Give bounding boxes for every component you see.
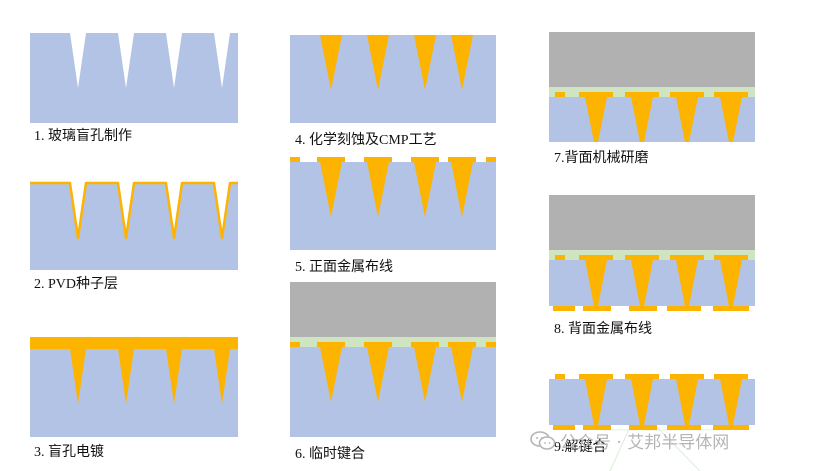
via-fill <box>676 379 698 425</box>
via-fill <box>585 260 607 306</box>
via-fill <box>414 347 436 402</box>
step-5-label: 5. 正面金属布线 <box>295 260 393 275</box>
via-fill <box>320 35 342 90</box>
plated-copper <box>30 337 238 404</box>
step-2-label: 2. PVD种子层 <box>34 277 119 292</box>
front-metal-pads <box>555 255 748 260</box>
glass-substrate <box>549 97 755 142</box>
via-fill <box>585 379 607 425</box>
via-fill <box>451 347 473 402</box>
via-fill <box>631 97 653 142</box>
step-9-label: 9.解键合 <box>554 440 607 455</box>
step-3-diagram <box>30 337 238 437</box>
step-7-label: 7.背面机械研磨 <box>554 151 649 166</box>
glass-substrate <box>30 349 238 437</box>
via-fill <box>367 162 389 217</box>
wechat-icon <box>530 430 556 450</box>
glass-substrate <box>549 260 755 306</box>
front-metal-pads <box>290 342 496 347</box>
via-fill <box>451 162 473 217</box>
via-fill <box>631 260 653 306</box>
back-metal-pads <box>553 425 749 430</box>
carrier-wafer <box>549 195 755 250</box>
back-metal-pads <box>553 306 749 311</box>
watermark: 公众号 · 艾邦半导体网 <box>530 428 729 453</box>
step-4-diagram <box>290 35 496 123</box>
glass-substrate <box>30 184 238 270</box>
via-fill <box>631 379 653 425</box>
step-4-label: 4. 化学刻蚀及CMP工艺 <box>295 133 437 148</box>
via-fill <box>320 347 342 402</box>
step-6-label: 6. 临时键合 <box>295 447 365 462</box>
seed-layer <box>30 181 238 240</box>
step-2-diagram <box>30 181 238 270</box>
via-fill <box>451 35 473 90</box>
step-3-label: 3. 盲孔电镀 <box>34 445 104 460</box>
watermark-text: 公众号 · 艾邦半导体网 <box>560 433 730 453</box>
via-fill <box>367 35 389 90</box>
via-fill <box>585 97 607 142</box>
glass-substrate <box>549 379 755 425</box>
glass-substrate <box>30 33 238 123</box>
step-6-diagram <box>290 282 496 437</box>
step-1-diagram <box>30 33 238 123</box>
front-metal-pads <box>555 374 748 379</box>
step-8-diagram <box>549 195 755 311</box>
via-fill <box>676 97 698 142</box>
step-7-diagram <box>549 32 755 142</box>
via-fill <box>414 162 436 217</box>
carrier-wafer <box>290 282 496 337</box>
carrier-wafer <box>549 32 755 87</box>
via-fill <box>720 260 742 306</box>
via-fill <box>720 97 742 142</box>
step-1-label: 1. 玻璃盲孔制作 <box>34 129 132 144</box>
step-9-diagram <box>549 374 755 430</box>
step-8-label: 8. 背面金属布线 <box>554 322 652 337</box>
via-fill <box>676 260 698 306</box>
front-metal-pads <box>290 157 496 162</box>
via-fill <box>414 35 436 90</box>
step-5-diagram <box>290 157 496 250</box>
via-fill <box>320 162 342 217</box>
bonding-layer <box>290 337 496 347</box>
via-fill <box>367 347 389 402</box>
via-fill <box>720 379 742 425</box>
front-metal-pads <box>555 92 748 97</box>
